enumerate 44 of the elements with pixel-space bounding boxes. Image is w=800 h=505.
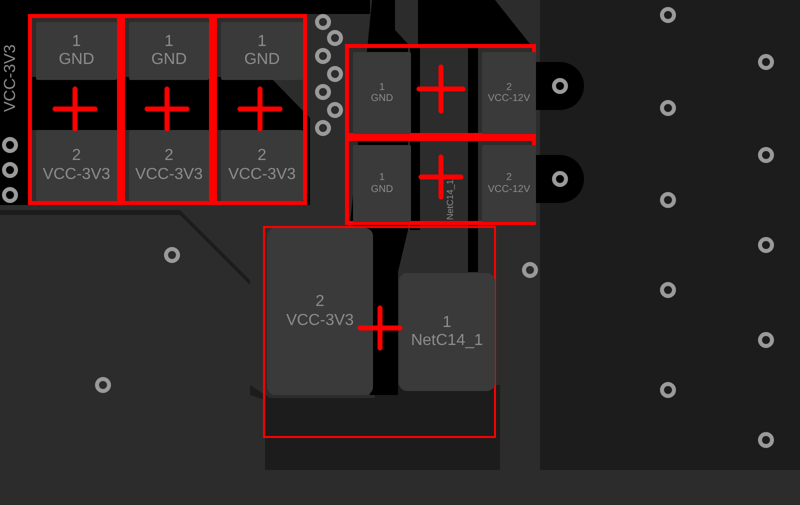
pad-number: 2	[316, 293, 324, 312]
pad-number: 2	[72, 147, 81, 166]
net-name: GND	[58, 51, 94, 70]
net-name: VCC-3V3	[135, 166, 203, 184]
pad-number: 2	[506, 172, 512, 184]
pad	[482, 145, 536, 222]
component-outline	[28, 14, 121, 205]
net-name: GND	[370, 184, 394, 195]
component-outline	[121, 14, 213, 205]
pad	[353, 52, 411, 134]
net-name: NetC14_1	[410, 332, 484, 350]
net-name: VCC-3V3	[42, 166, 110, 184]
pad	[129, 130, 209, 201]
pad-number: 2	[506, 82, 512, 93]
net-name: VCC-12V	[488, 184, 530, 195]
net-name: VCC-12V	[488, 93, 530, 104]
pad-number: 1	[72, 32, 81, 51]
component-outline	[345, 44, 536, 137]
net-name: VCC-3V3	[286, 312, 354, 330]
pad-number: 1	[258, 32, 266, 51]
net-name: VCC-3V3	[228, 166, 296, 184]
pad-number: 2	[164, 147, 174, 166]
pad	[36, 22, 117, 80]
pad	[267, 228, 373, 395]
net-name: GND	[370, 93, 394, 104]
pad	[482, 52, 536, 134]
net-label: NetC14_1	[445, 179, 455, 220]
pad-number: 2	[258, 147, 266, 166]
pad	[221, 22, 303, 80]
pad	[221, 130, 303, 201]
pad	[129, 22, 209, 80]
net-name: GND	[151, 51, 187, 70]
net-label: VCC-3V3	[2, 44, 20, 112]
pad	[399, 273, 495, 391]
net-name: GND	[244, 51, 280, 70]
pad	[353, 145, 411, 222]
component-outline	[345, 137, 536, 225]
component-outline	[263, 226, 496, 438]
pad-number: 1	[164, 32, 174, 51]
pad-number: 1	[379, 82, 385, 93]
pad	[36, 130, 117, 201]
pad-number: 1	[379, 172, 385, 184]
pad-number: 1	[442, 314, 452, 332]
component-outline	[213, 14, 307, 205]
